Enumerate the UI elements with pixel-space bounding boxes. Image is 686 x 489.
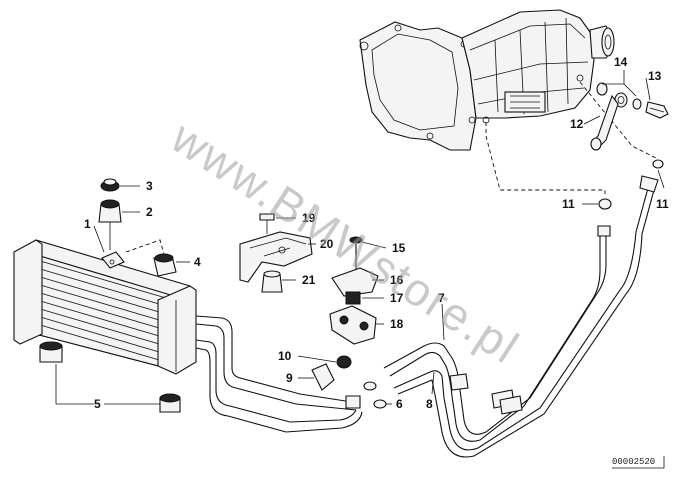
- part-15-bolt: [349, 236, 363, 244]
- callout-10: 10: [278, 349, 292, 363]
- callout-1: 1: [84, 217, 91, 231]
- oil-lines: [195, 175, 659, 458]
- callout-7: 7: [438, 291, 445, 305]
- part-16-clip: [331, 267, 379, 297]
- callout-15: 15: [392, 241, 406, 255]
- part-9-bracket: [311, 363, 335, 391]
- cooler-port-rear: [576, 74, 584, 82]
- callout-5: 5: [94, 397, 101, 411]
- callout-labels: 1 2 3 4 5 6 7 8 9 10 11 11 12 13 14 15 1…: [84, 55, 669, 411]
- callout-8: 8: [426, 397, 433, 411]
- part-17-sleeve: [345, 291, 361, 305]
- transmission-housing: [359, 9, 615, 151]
- bracket-parts: [239, 159, 664, 409]
- callout-18: 18: [390, 317, 404, 331]
- part-14-seal-ring: [596, 82, 608, 96]
- part-6-seal-ring-upper: [363, 381, 377, 391]
- callout-16: 16: [390, 273, 404, 287]
- callout-20: 20: [320, 237, 334, 251]
- callout-3: 3: [146, 179, 153, 193]
- diagram-number: 00002520: [612, 457, 655, 467]
- callout-21: 21: [302, 273, 316, 287]
- mounting-parts: [39, 178, 181, 413]
- callout-13: 13: [648, 69, 662, 83]
- callout-9: 9: [286, 371, 293, 385]
- part-19-screw: [259, 213, 275, 221]
- part-20-bracket: [239, 231, 313, 283]
- callout-4: 4: [194, 255, 201, 269]
- part-18-pipe-clamp: [329, 305, 377, 345]
- callout-leaders: [55, 70, 665, 405]
- oil-cooler: [13, 239, 197, 375]
- elbow-fitting-group: [590, 82, 669, 151]
- part-11-seal-ring-left: [598, 198, 612, 210]
- callout-6: 6: [396, 397, 403, 411]
- callout-14: 14: [614, 55, 628, 69]
- part-14-washer: [632, 98, 642, 110]
- callout-19: 19: [302, 211, 316, 225]
- part-11-seal-ring-right: [652, 159, 664, 169]
- callout-2: 2: [146, 205, 153, 219]
- callout-17: 17: [390, 291, 404, 305]
- callout-11-left: 11: [562, 197, 575, 211]
- callout-12: 12: [570, 117, 584, 131]
- diagram-number-bracket: [612, 456, 665, 469]
- callout-11-right: 11: [656, 197, 669, 211]
- part-6-seal-ring-lower: [373, 399, 387, 409]
- part-10-nut: [336, 355, 352, 369]
